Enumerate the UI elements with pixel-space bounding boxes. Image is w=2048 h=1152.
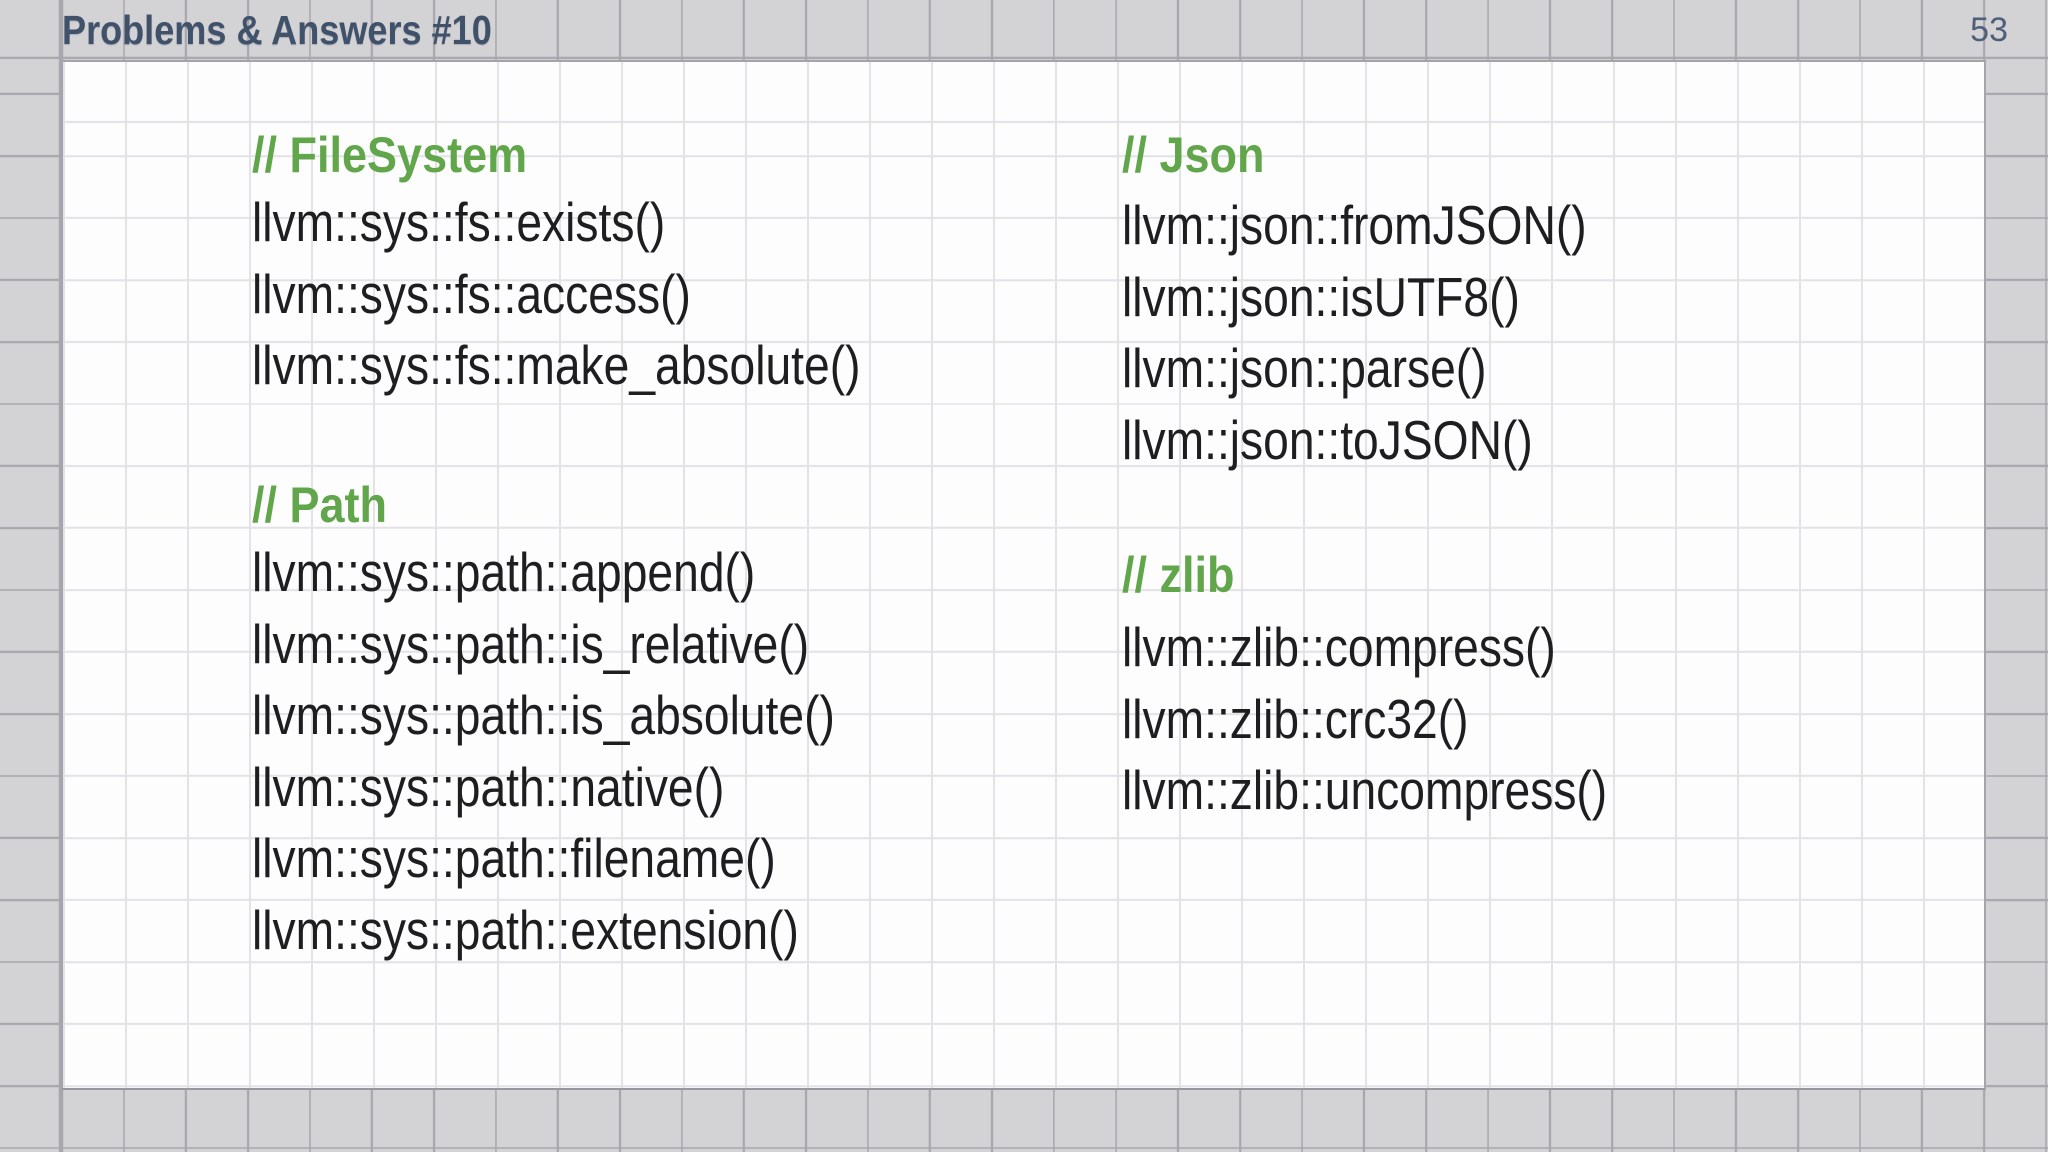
code-text: llvm::sys::path::filename() <box>252 827 776 889</box>
slide-content-surface <box>61 60 1986 1090</box>
code-text: llvm::sys::path::append() <box>252 541 756 603</box>
section-heading-text: // zlib <box>1122 547 1235 603</box>
code-list-filesystem: llvm::sys::fs::exists() llvm::sys::fs::a… <box>252 187 976 402</box>
code-line: llvm::sys::path::native() <box>252 752 946 824</box>
page-number: 53 <box>1970 11 2008 49</box>
code-line: llvm::sys::path::filename() <box>252 823 946 895</box>
code-line: llvm::json::toJSON() <box>1122 405 1675 477</box>
code-line: llvm::zlib::crc32() <box>1122 684 1700 756</box>
code-list-json: llvm::json::fromJSON() llvm::json::isUTF… <box>1122 190 1675 476</box>
section-heading-text: // Json <box>1122 127 1265 183</box>
code-text: llvm::sys::fs::make_absolute() <box>252 334 861 396</box>
section-heading-path: // Path <box>252 472 402 538</box>
code-list-zlib: llvm::zlib::compress() llvm::zlib::crc32… <box>1122 612 1700 827</box>
code-line: llvm::zlib::uncompress() <box>1122 755 1700 827</box>
code-line: llvm::json::isUTF8() <box>1122 262 1675 334</box>
code-line: llvm::json::fromJSON() <box>1122 190 1675 262</box>
code-line: llvm::sys::path::is_absolute() <box>252 680 946 752</box>
code-line: llvm::sys::fs::access() <box>252 259 976 331</box>
code-text: llvm::zlib::compress() <box>1122 616 1556 678</box>
code-text: llvm::json::isUTF8() <box>1122 265 1520 328</box>
code-line: llvm::sys::path::extension() <box>252 895 946 967</box>
code-line: llvm::sys::fs::exists() <box>252 187 976 259</box>
section-heading-text: // Path <box>252 477 388 533</box>
code-line: llvm::json::parse() <box>1122 333 1675 405</box>
code-text: llvm::sys::path::native() <box>252 755 725 818</box>
code-text: llvm::sys::path::is_absolute() <box>252 684 835 746</box>
code-text: llvm::json::parse() <box>1122 337 1487 399</box>
section-heading-filesystem: // FileSystem <box>252 122 558 188</box>
section-heading-text: // FileSystem <box>252 127 528 183</box>
slide-title: Problems & Answers #10 <box>62 7 492 53</box>
code-text: llvm::zlib::crc32() <box>1122 687 1469 750</box>
code-text: llvm::sys::path::extension() <box>252 898 799 961</box>
code-text: llvm::zlib::uncompress() <box>1122 759 1608 821</box>
code-text: llvm::sys::path::is_relative() <box>252 612 810 675</box>
section-heading-zlib: // zlib <box>1122 542 1247 608</box>
section-heading-json: // Json <box>1122 122 1280 188</box>
code-text: llvm::sys::fs::exists() <box>252 191 666 253</box>
code-line: llvm::sys::path::append() <box>252 537 946 609</box>
code-text: llvm::sys::fs::access() <box>252 262 691 325</box>
code-text: llvm::json::toJSON() <box>1122 408 1533 471</box>
code-list-path: llvm::sys::path::append() llvm::sys::pat… <box>252 537 946 966</box>
code-text: llvm::json::fromJSON() <box>1122 194 1587 256</box>
code-line: llvm::sys::fs::make_absolute() <box>252 330 976 402</box>
code-line: llvm::sys::path::is_relative() <box>252 609 946 681</box>
code-line: llvm::zlib::compress() <box>1122 612 1700 684</box>
